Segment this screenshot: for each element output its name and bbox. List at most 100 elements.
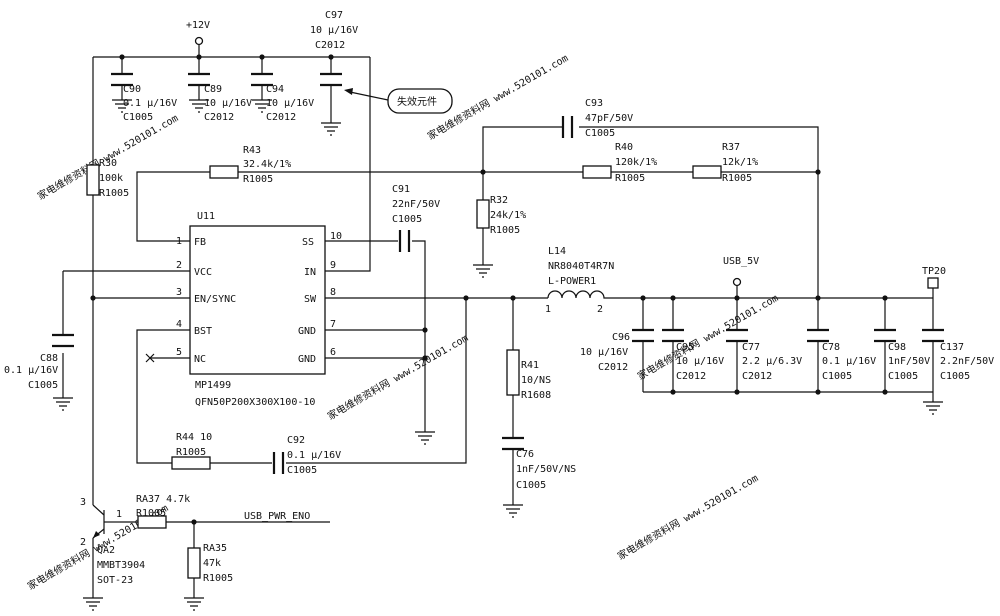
svg-text:C1005: C1005 [392, 214, 422, 225]
svg-text:NR8040T4R7N: NR8040T4R7N [548, 261, 614, 272]
pin-name: EN/SYNC [194, 294, 236, 305]
callout-label: 失效元件 [397, 95, 437, 108]
test-point-icon [927, 277, 939, 289]
net-usb-pwr-en-label: USB_PWR_ENO [244, 511, 310, 522]
svg-text:C1005: C1005 [28, 380, 58, 391]
svg-text:QA2: QA2 [97, 545, 115, 556]
svg-text:C98: C98 [888, 342, 906, 353]
wires [62, 45, 934, 598]
pin-num: 6 [330, 347, 336, 358]
svg-text:10 μ/16V: 10 μ/16V [580, 347, 628, 358]
svg-text:R40: R40 [615, 142, 633, 153]
cap-c90: C90 0.1 μ/16V C1005 [111, 72, 177, 123]
res-r32: R32 24k/1% R1005 [476, 195, 526, 236]
cap-c94: C94 10 μ/16V C2012 [251, 72, 314, 123]
svg-text:10 μ/16V: 10 μ/16V [266, 98, 314, 109]
res-r37: R37 12k/1% R1005 [692, 142, 758, 184]
junctions [90, 54, 888, 525]
cap-c96: C96 10 μ/16V C2012 [580, 328, 654, 373]
svg-text:0.1 μ/16V: 0.1 μ/16V [123, 98, 177, 109]
cap-c88: C88 0.1 μ/16V C1005 [4, 333, 74, 391]
svg-text:C1005: C1005 [287, 465, 317, 476]
svg-text:C78: C78 [822, 342, 840, 353]
ground-icon [473, 264, 493, 278]
svg-text:MMBT3904: MMBT3904 [97, 560, 145, 571]
svg-text:47k: 47k [203, 558, 221, 569]
svg-text:L14: L14 [548, 246, 566, 257]
svg-text:C77: C77 [742, 342, 760, 353]
cap-c95: C95 10 μ/16V C2012 [662, 328, 724, 382]
svg-text:C93: C93 [585, 98, 603, 109]
svg-text:0.1 μ/16V: 0.1 μ/16V [287, 450, 341, 461]
svg-text:C2012: C2012 [676, 371, 706, 382]
svg-text:C1005: C1005 [123, 112, 153, 123]
svg-text:家电维修资料网 www.520101.com: 家电维修资料网 www.520101.com [325, 331, 470, 422]
svg-text:1nF/50V/NS: 1nF/50V/NS [516, 464, 576, 475]
svg-text:R1005: R1005 [490, 225, 520, 236]
no-connect-icon [145, 353, 155, 363]
svg-text:1: 1 [116, 509, 122, 520]
ground-icon [923, 401, 943, 415]
ground-icon [112, 99, 132, 113]
ic-ref: U11 [197, 211, 215, 222]
cap-c78: C78 0.1 μ/16V C1005 [807, 328, 876, 382]
svg-text:47pF/50V: 47pF/50V [585, 113, 633, 124]
pin-num: 1 [176, 236, 182, 247]
cap-c93: C93 47pF/50V C1005 [561, 98, 633, 139]
net-usb-5v: USB_5V [723, 256, 759, 287]
cap-c98: C98 1nF/50V C1005 [874, 328, 930, 382]
inductor-l14: L14 NR8040T4R7N L-POWER1 1 2 [545, 246, 614, 315]
svg-text:10 μ/16V: 10 μ/16V [676, 356, 724, 367]
ground-icon [189, 99, 209, 113]
svg-text:C2012: C2012 [742, 371, 772, 382]
svg-text:C89: C89 [204, 84, 222, 95]
res-r44: R44 10 R1005 [171, 432, 212, 470]
ic-u11: U11 MP1499 QFN50P200X300X100-10 1 FB 2 V… [145, 211, 342, 408]
res-ra37: RA37 4.7k R1005 [136, 494, 190, 529]
svg-text:家电维修资料网 www.520101.com: 家电维修资料网 www.520101.com [635, 291, 780, 382]
ground-icon [321, 122, 341, 136]
res-r43: R43 32.4k/1% R1005 [209, 145, 291, 185]
svg-text:R32: R32 [490, 195, 508, 206]
res-ra35: RA35 47k R1005 [187, 543, 233, 584]
emitter-arrow-icon [93, 531, 100, 538]
svg-text:C88: C88 [40, 353, 58, 364]
svg-text:1: 1 [545, 304, 551, 315]
svg-text:100k: 100k [99, 173, 123, 184]
svg-text:C1005: C1005 [940, 371, 970, 382]
ground-icon [503, 504, 523, 518]
svg-text:L-POWER1: L-POWER1 [548, 276, 596, 287]
svg-text:C1005: C1005 [585, 128, 615, 139]
transistor-qa2: 1 3 2 QA2 MMBT3904 SOT-23 [80, 497, 145, 586]
svg-text:C2012: C2012 [204, 112, 234, 123]
pin-name: GND [298, 326, 316, 337]
ground-symbols [53, 99, 943, 611]
pin-name: IN [304, 267, 316, 278]
power-port-icon [194, 36, 204, 46]
svg-text:10 μ/16V: 10 μ/16V [310, 25, 358, 36]
net-vin-label: +12V [186, 20, 210, 31]
svg-text:1nF/50V: 1nF/50V [888, 356, 930, 367]
svg-text:C2012: C2012 [598, 362, 628, 373]
svg-text:R43: R43 [243, 145, 261, 156]
pin-num: 7 [330, 319, 336, 330]
svg-text:C2012: C2012 [315, 40, 345, 51]
cap-c97: C97 10 μ/16V C2012 [310, 10, 358, 87]
cap-c91: C91 22nF/50V C1005 [392, 184, 440, 252]
arrow-icon [344, 88, 353, 95]
cap-c77: C77 2.2 μ/6.3V C2012 [726, 328, 802, 382]
pin-name: SS [302, 237, 314, 248]
svg-text:C97: C97 [325, 10, 343, 21]
svg-text:R41: R41 [521, 360, 539, 371]
ic-part: MP1499 [195, 380, 231, 391]
svg-text:R44 10: R44 10 [176, 432, 212, 443]
svg-text:C137: C137 [940, 342, 964, 353]
cap-c89: C89 10 μ/16V C2012 [188, 72, 252, 123]
svg-text:C2012: C2012 [266, 112, 296, 123]
svg-text:RA37 4.7k: RA37 4.7k [136, 494, 190, 505]
svg-text:24k/1%: 24k/1% [490, 210, 526, 221]
svg-text:R1005: R1005 [203, 573, 233, 584]
svg-text:C1005: C1005 [516, 480, 546, 491]
svg-text:3: 3 [80, 497, 86, 508]
